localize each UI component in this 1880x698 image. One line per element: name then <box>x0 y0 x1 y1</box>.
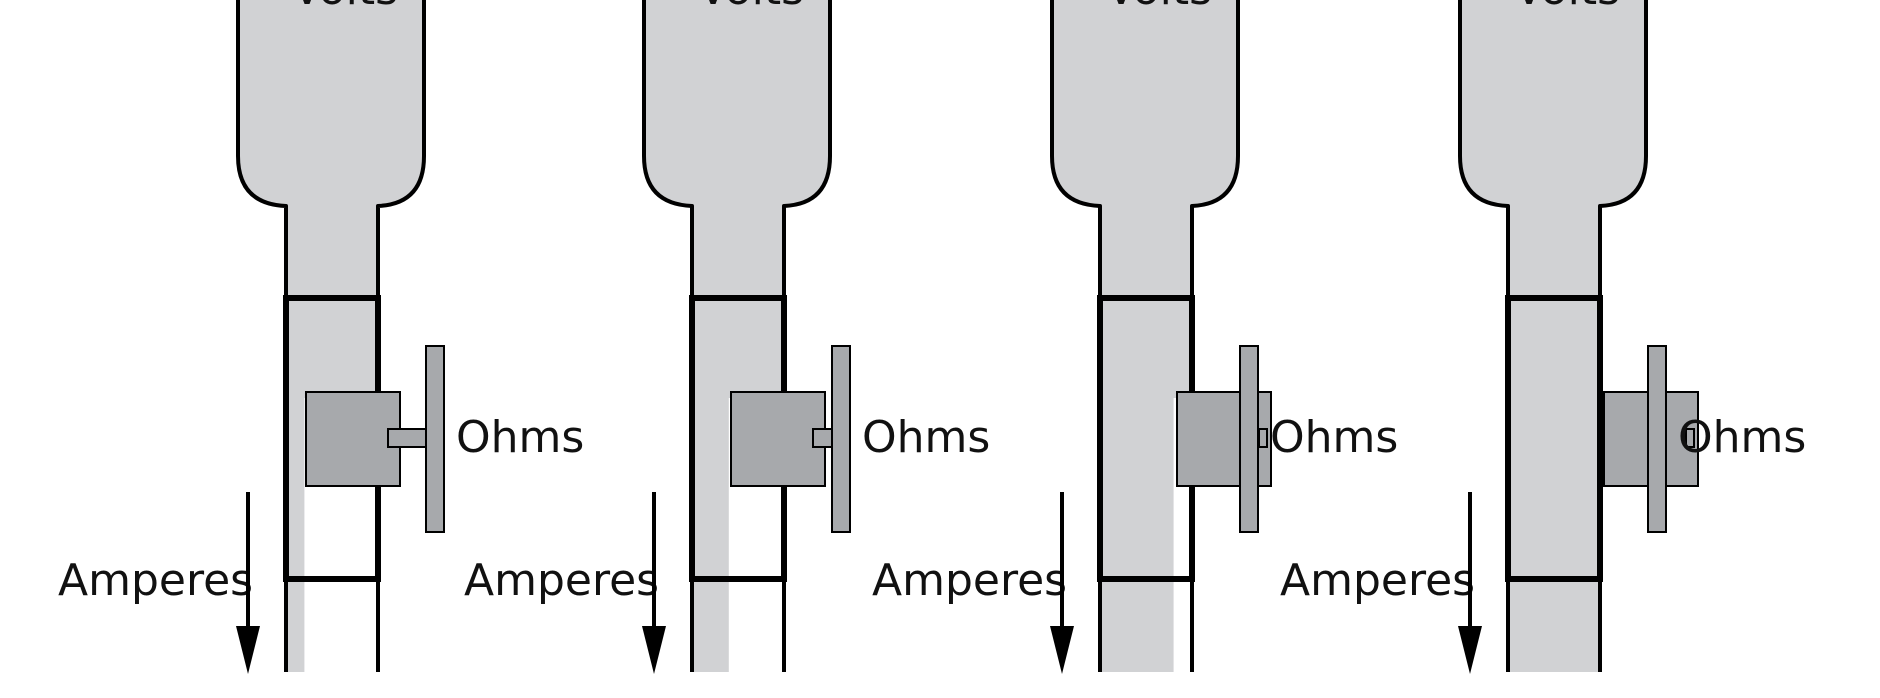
down-arrow-icon <box>1050 626 1074 674</box>
valve-stem <box>1685 428 1695 448</box>
pipe-wall-left <box>1050 0 1102 672</box>
water-stream <box>692 398 729 672</box>
water-stream <box>1508 398 1600 672</box>
valve-handle-icon <box>425 345 445 533</box>
pipe-wall-left <box>1458 0 1510 672</box>
valve-handle-icon <box>1239 345 1259 533</box>
down-arrow-icon <box>236 626 260 674</box>
valve-gate <box>730 391 826 487</box>
valve-handle-icon <box>831 345 851 533</box>
down-arrow-icon <box>1458 626 1482 674</box>
water-stream <box>286 398 305 672</box>
volts-label: Volts <box>1106 0 1212 15</box>
ohms-label: Ohms <box>1270 412 1398 463</box>
valve-handle-icon <box>1647 345 1667 533</box>
valve-stem <box>812 428 833 448</box>
water-stream <box>1100 398 1174 672</box>
water-upper <box>238 0 424 398</box>
pipe-wall-right <box>782 0 832 672</box>
ohms-label: Ohms <box>456 412 584 463</box>
volts-label: Volts <box>292 0 398 15</box>
down-arrow-icon <box>642 626 666 674</box>
pipe-wall-left <box>236 0 288 672</box>
amperes-label: Amperes <box>872 555 1067 606</box>
pipe-wall-right <box>1598 0 1648 672</box>
pipe-wall-left <box>642 0 694 672</box>
ohms-label: Ohms <box>1678 412 1806 463</box>
amperes-label: Amperes <box>58 555 253 606</box>
amperes-label: Amperes <box>1280 555 1475 606</box>
ohms-label: Ohms <box>862 412 990 463</box>
valve-stem <box>387 428 427 448</box>
volts-label: Volts <box>698 0 804 15</box>
valve-stem <box>1258 428 1268 448</box>
water-upper <box>1460 0 1646 398</box>
pipe-section-box <box>1505 295 1603 582</box>
pipe-wall-right <box>376 0 426 672</box>
water-upper <box>1052 0 1238 398</box>
volts-label: Volts <box>1514 0 1620 15</box>
valve-gate <box>305 391 401 487</box>
amperes-label: Amperes <box>464 555 659 606</box>
pipe-wall-right <box>1190 0 1240 672</box>
water-upper <box>644 0 830 398</box>
